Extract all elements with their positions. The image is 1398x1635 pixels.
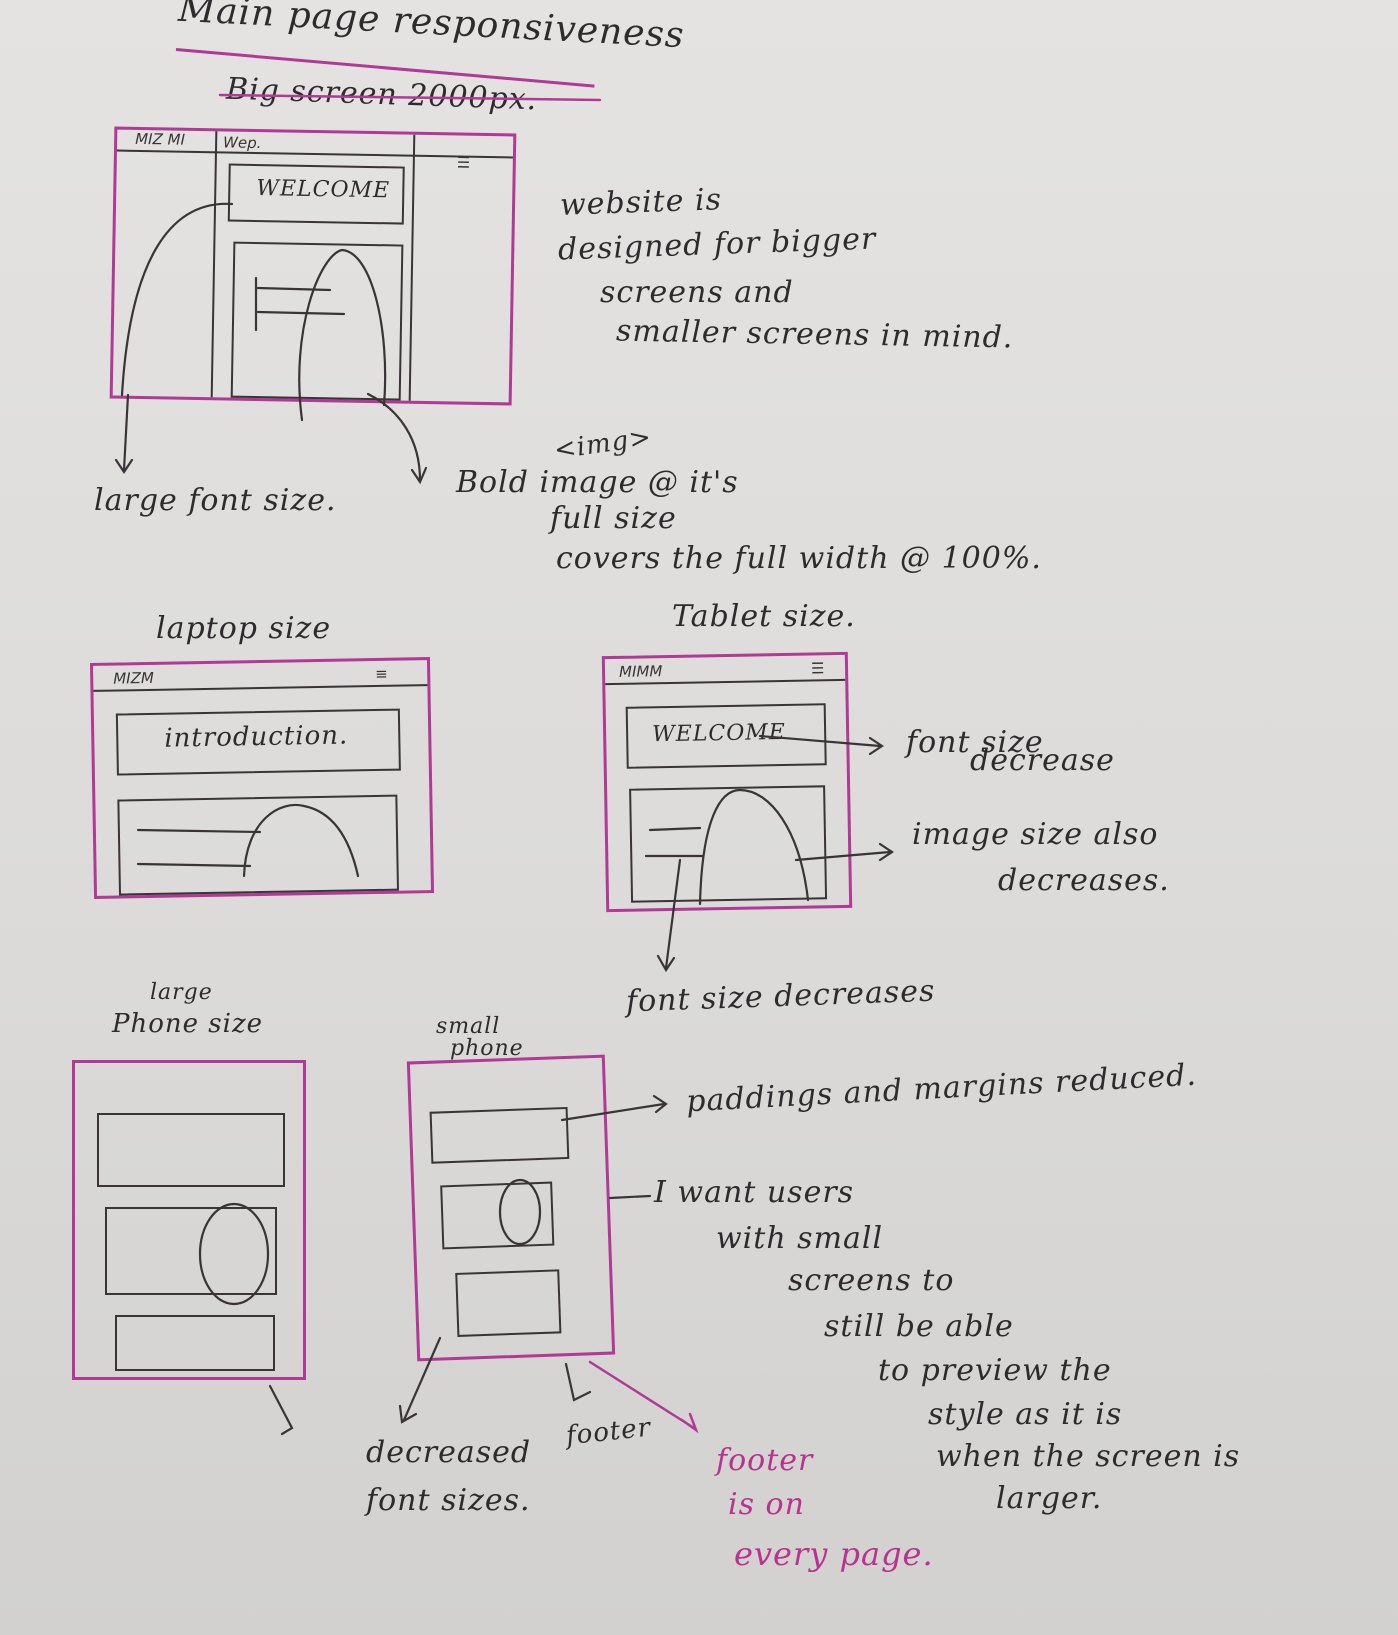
tablet-image-note-1: image size also <box>912 817 1159 852</box>
tablet-font-note-2: decrease <box>970 743 1115 778</box>
big-screen-image-lines <box>254 276 346 332</box>
large-phone-wireframe <box>72 1060 306 1380</box>
tablet-image-note-2: decreases. <box>998 863 1170 898</box>
small-phone-heading: phone <box>450 1036 524 1061</box>
big-screen-img-note-3: covers the full width @ 100%. <box>556 541 1042 576</box>
large-phone-heading-top: large <box>150 980 213 1005</box>
tablet-arrow-font <box>758 734 884 756</box>
big-screen-image-dome <box>298 248 387 422</box>
laptop-heading: laptop size <box>156 611 332 646</box>
small-phone-heading-top: small <box>436 1014 501 1039</box>
footer-note-2: is on <box>728 1487 805 1522</box>
small-phone-users-note-1: I want users <box>654 1175 855 1210</box>
footer-note-3: every page. <box>734 1535 934 1573</box>
large-phone-image-ellipse <box>198 1202 270 1306</box>
tablet-arrow-image <box>794 842 894 862</box>
small-phone-arrow-footer <box>564 1362 592 1402</box>
small-phone-image-ellipse <box>498 1178 542 1246</box>
big-screen-font-label: large font size. <box>94 483 337 518</box>
small-phone-users-note-7: when the screen is <box>936 1439 1241 1474</box>
large-phone-heading: Phone size <box>112 1009 264 1039</box>
big-screen-underline-2 <box>218 93 602 102</box>
small-phone-font-label-1: decreased <box>366 1435 532 1470</box>
large-phone-footer-box <box>115 1315 275 1371</box>
tablet-arrow-font2 <box>656 858 682 973</box>
tablet-font-note-1: font size <box>906 725 1044 760</box>
big-screen-note-3: screens and <box>600 275 794 310</box>
big-screen-arrow-font <box>114 393 134 474</box>
small-phone-arrow-users <box>608 1194 652 1200</box>
big-screen-dome-outline <box>120 202 234 397</box>
large-phone-image-box <box>105 1207 277 1295</box>
small-phone-users-note-2: with small <box>716 1221 884 1256</box>
tablet-heading: Tablet size. <box>672 599 856 634</box>
big-screen-img-note-2: full size <box>550 501 677 536</box>
footer-note-arrow <box>588 1360 699 1434</box>
small-phone-arrow-padding <box>560 1094 668 1122</box>
large-phone-arrow <box>268 1384 294 1436</box>
small-phone-users-note-8: larger. <box>996 1481 1103 1516</box>
large-phone-header-box <box>97 1113 285 1187</box>
laptop-image-dome <box>242 803 360 878</box>
footer-note-1: footer <box>716 1443 814 1478</box>
tablet-image-dome <box>698 788 810 906</box>
small-phone-users-note-3: screens to <box>788 1263 955 1298</box>
laptop-image-lines <box>136 828 262 868</box>
small-phone-font-label-2: font sizes. <box>366 1483 531 1518</box>
small-phone-users-note-4: still be able <box>824 1309 1014 1344</box>
small-phone-users-note-5: to preview the <box>878 1353 1112 1388</box>
small-phone-arrow-font <box>398 1336 442 1424</box>
big-screen-img-note-1: Bold image @ it's <box>456 465 739 500</box>
big-screen-arrow-image <box>366 392 428 485</box>
small-phone-users-note-6: style as it is <box>928 1397 1123 1432</box>
tablet-image-lines <box>644 826 704 858</box>
